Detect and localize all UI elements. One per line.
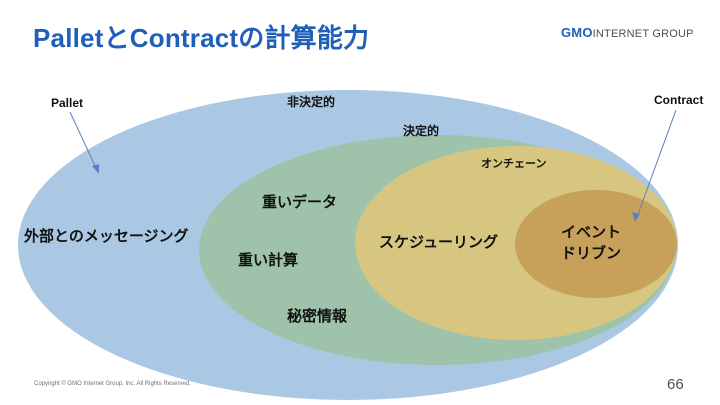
deterministic-label: 決定的 (403, 124, 440, 138)
copyright-notice: Copyright © GMO Internet Group, Inc. All… (34, 381, 191, 387)
slide-title: PalletとContractの計算能力 (33, 23, 370, 53)
event-driven-label-line2: ドリブン (561, 245, 622, 262)
heavy-compute-label: 重い計算 (238, 252, 299, 269)
heavy-data-label: 重いデータ (262, 194, 338, 211)
pallet-pointer-arrow (69, 111, 98, 171)
contract-callout-label: Contract (654, 93, 704, 107)
confidential-info-label: 秘密情報 (287, 308, 348, 325)
scheduling-label: スケジューリング (379, 234, 498, 251)
contract-pointer-arrowhead (632, 212, 640, 222)
event-driven-label-line1: イベント (561, 224, 622, 241)
logo-rest: INTERNET GROUP (592, 28, 694, 40)
external-messaging-label: 外部とのメッセージング (24, 228, 189, 245)
event-driven-set (515, 190, 677, 298)
page-number: 66 (667, 376, 684, 393)
pallet-callout-label: Pallet (51, 96, 84, 110)
nondeterministic-label: 非決定的 (287, 95, 336, 109)
logo-brand: GMO (561, 25, 593, 40)
pallet-pointer-arrowhead (92, 164, 99, 174)
company-logo: GMOINTERNET GROUP (561, 24, 701, 42)
onchain-label: オンチェーン (481, 158, 547, 170)
contract-pointer-arrow (636, 109, 677, 218)
